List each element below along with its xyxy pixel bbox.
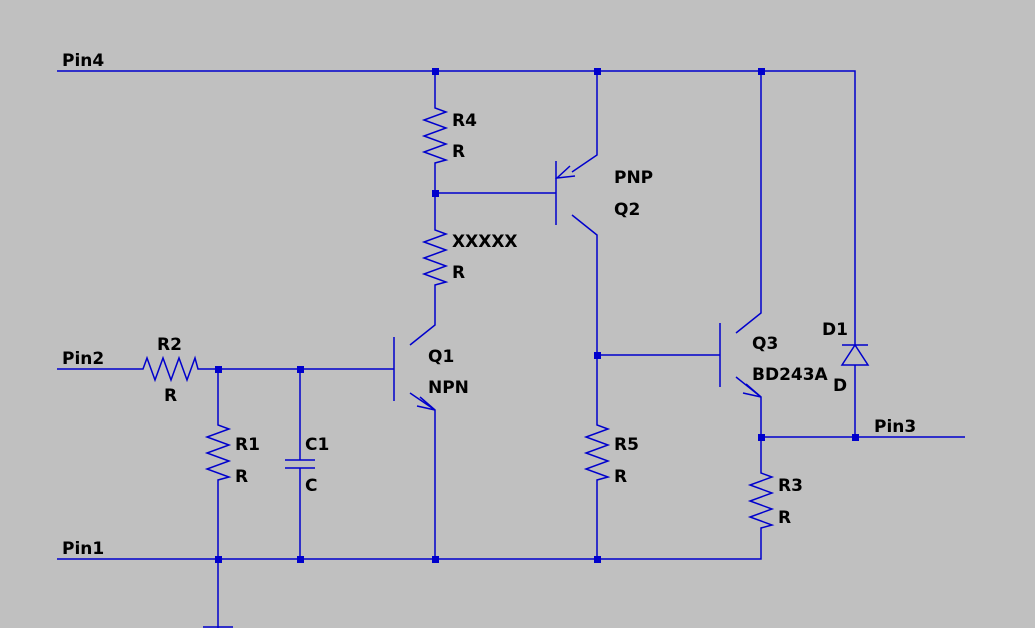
- label-q2-value: PNP: [614, 168, 653, 188]
- junction-dot: [432, 68, 439, 75]
- label-d1-name: D1: [822, 320, 848, 340]
- junction-dot: [852, 434, 859, 441]
- labels: Pin4 Pin2 Pin1 Pin3 R4 R XXXXX R R2 R R1…: [62, 51, 916, 559]
- diode-d1-symbol: [840, 343, 870, 366]
- label-c1-value: C: [305, 476, 317, 496]
- junction-dot: [758, 434, 765, 441]
- resistor-r3-symbol: [747, 468, 775, 532]
- label-r3-value: R: [778, 508, 791, 528]
- transistor-q2-symbol: [554, 161, 576, 225]
- label-r3-name: R3: [778, 476, 803, 496]
- label-q3-value: BD243A: [752, 365, 829, 385]
- wire-pin4-rail: [57, 70, 856, 345]
- junction-dot: [297, 556, 304, 563]
- junction-dot: [594, 556, 601, 563]
- junction-dot: [432, 556, 439, 563]
- capacitor-c1-symbol: [285, 459, 315, 469]
- junction-dot: [758, 68, 765, 75]
- transistor-q3-symbol: [719, 323, 762, 398]
- junction-dot: [432, 190, 439, 197]
- net-label-pin2: Pin2: [62, 349, 104, 369]
- label-q1-name: Q1: [428, 347, 454, 367]
- label-q1-value: NPN: [428, 378, 469, 398]
- label-xxxxx-value: R: [452, 263, 465, 283]
- label-r5-name: R5: [614, 435, 639, 455]
- label-r1-value: R: [235, 467, 248, 487]
- transistor-q1-symbol: [393, 337, 436, 411]
- junction-dot: [297, 366, 304, 373]
- label-r2-value: R: [164, 386, 177, 406]
- wire-q3-collector: [735, 71, 762, 334]
- wire-q2-emitter: [571, 71, 598, 173]
- junction-dots: [215, 68, 859, 563]
- wire-q3-emitter: [735, 376, 762, 468]
- label-d1-value: D: [833, 376, 847, 396]
- junction-dot: [594, 68, 601, 75]
- junction-dot: [215, 366, 222, 373]
- label-xxxxx-name: XXXXX: [452, 232, 518, 252]
- resistor-r1-symbol: [204, 420, 232, 484]
- label-q2-name: Q2: [614, 200, 640, 220]
- resistor-xxxxx-symbol: [421, 225, 449, 289]
- junction-dot: [594, 352, 601, 359]
- label-c1-name: C1: [305, 435, 329, 455]
- junction-dot: [215, 556, 222, 563]
- resistor-r4-symbol: [421, 103, 449, 167]
- wire-pin1-rail: [57, 532, 762, 560]
- net-label-pin3: Pin3: [874, 417, 916, 437]
- label-r5-value: R: [614, 467, 627, 487]
- label-r2-name: R2: [157, 335, 182, 355]
- wire-q1-emitter: [409, 392, 436, 559]
- resistor-r2-symbol: [138, 355, 200, 383]
- wires: [57, 70, 965, 628]
- label-q3-name: Q3: [752, 334, 778, 354]
- wire-q2-collector: [571, 214, 598, 420]
- net-label-pin1: Pin1: [62, 539, 104, 559]
- resistor-r5-symbol: [583, 420, 611, 484]
- wire-xxxxx-bottom: [409, 289, 436, 346]
- label-r1-name: R1: [235, 435, 260, 455]
- label-r4-value: R: [452, 142, 465, 162]
- label-r4-name: R4: [452, 111, 477, 131]
- net-label-pin4: Pin4: [62, 51, 104, 71]
